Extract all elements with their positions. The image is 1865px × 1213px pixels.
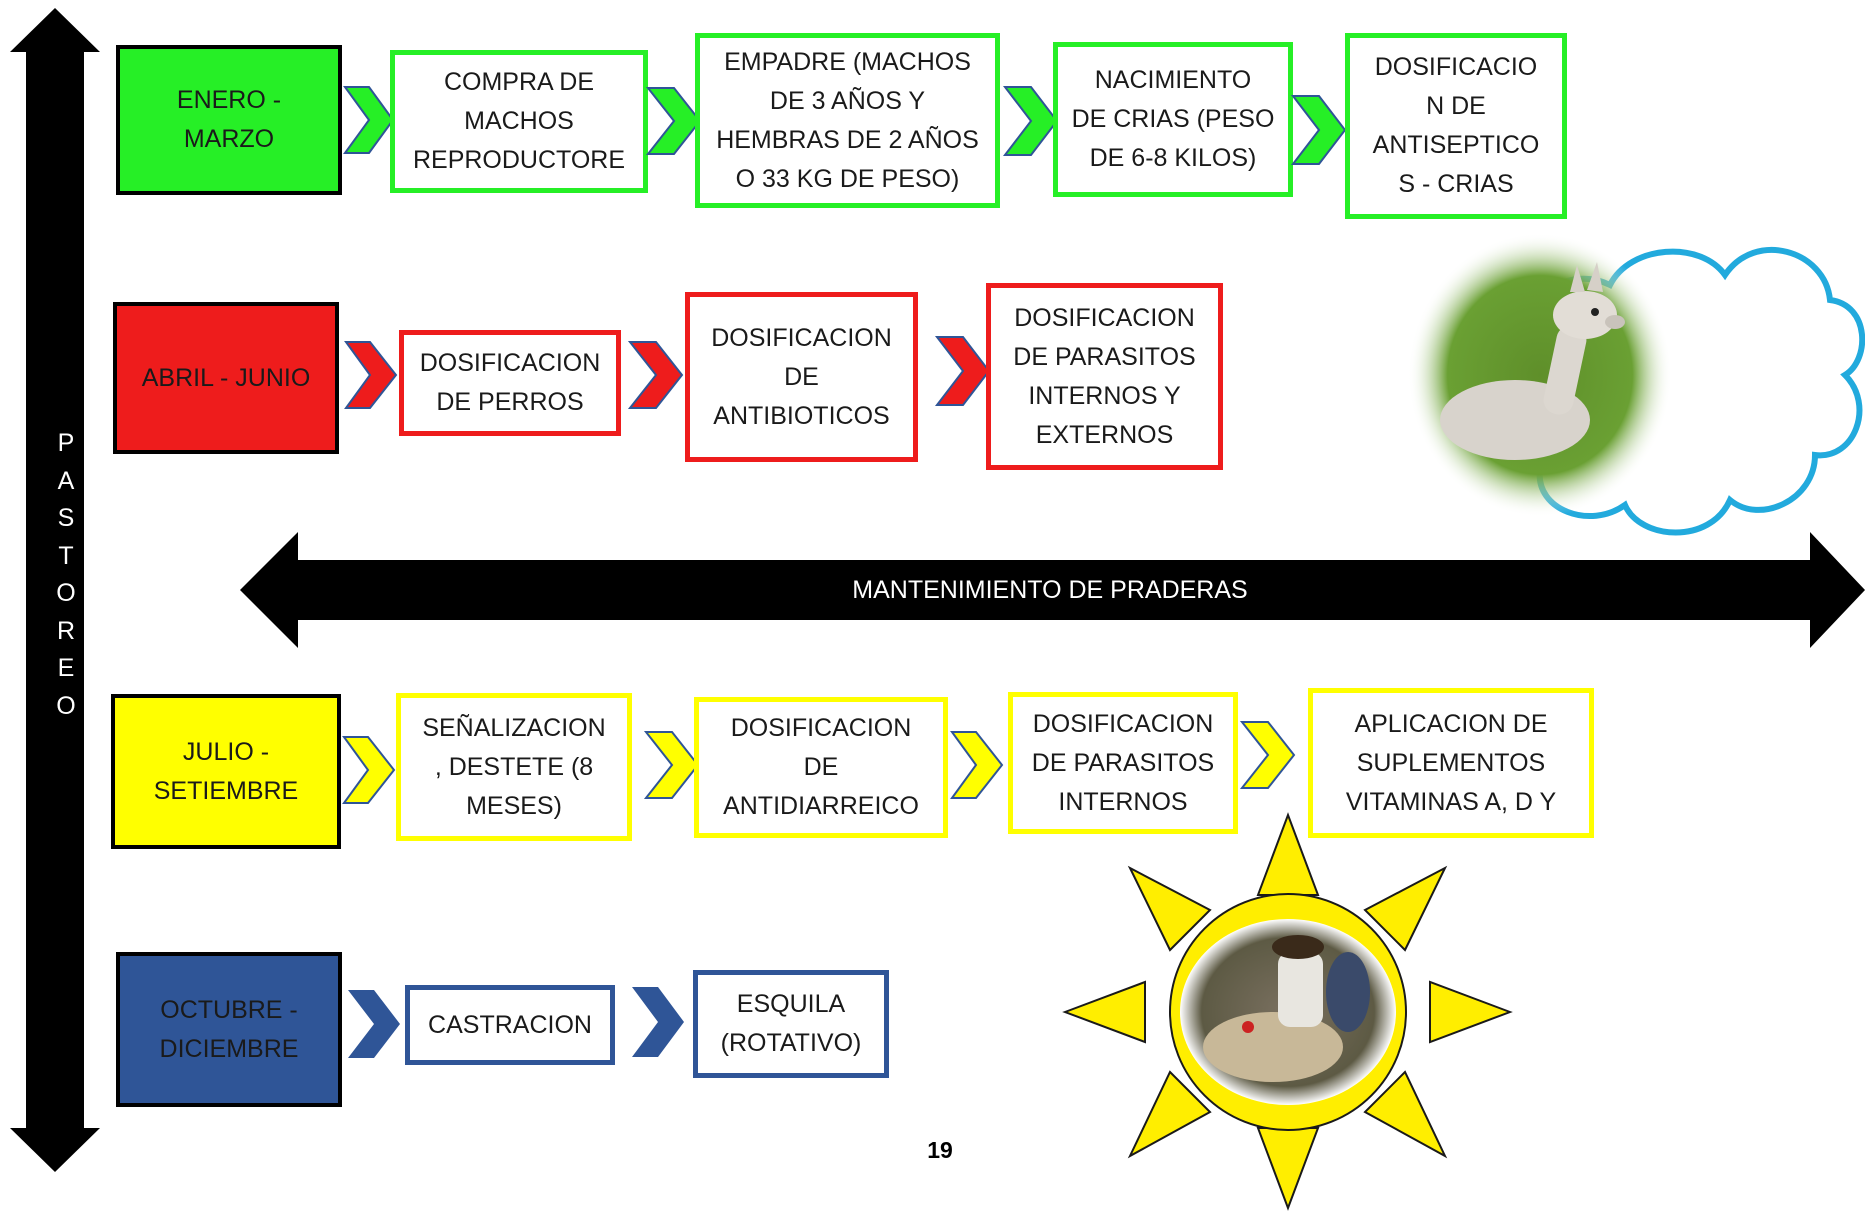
pastoreo-letter: P	[57, 429, 75, 457]
pastoreo-vertical-arrow	[10, 8, 100, 1172]
chevron-right-icon	[343, 86, 395, 154]
pastoreo-label: P A S T O R E O	[48, 425, 84, 725]
pastoreo-letter: T	[58, 541, 74, 570]
pastoreo-letter: O	[56, 691, 76, 720]
chevron-right-icon	[1239, 721, 1296, 789]
chevron-right-icon	[632, 987, 684, 1057]
chevron-right-icon	[1290, 95, 1347, 165]
chevron-right-icon	[1002, 86, 1059, 156]
step-box-dosificacion-parasitos-internos-externos: DOSIFICACION DE PARASITOS INTERNOS Y EXT…	[986, 283, 1223, 470]
step-box-dosificacion-perros: DOSIFICACION DE PERROS	[399, 330, 621, 436]
pastoreo-letter: S	[57, 504, 75, 532]
chevron-right-icon	[643, 731, 700, 799]
praderas-label: MANTENIMIENTO DE PRADERAS	[852, 576, 1248, 604]
chevron-right-icon	[342, 736, 396, 804]
period-box-abril-junio: ABRIL - JUNIO	[113, 302, 339, 454]
step-box-empadre: EMPADRE (MACHOS DE 3 AÑOS Y HEMBRAS DE 2…	[695, 33, 1000, 208]
chevron-right-icon	[348, 990, 400, 1058]
step-box-dosificacion-antibioticos: DOSIFICACION DE ANTIBIOTICOS	[685, 292, 918, 462]
chevron-right-icon	[645, 87, 702, 155]
chevron-right-icon	[934, 336, 991, 406]
pastoreo-letter: R	[56, 616, 76, 645]
step-box-dosificacion-antisepticos: DOSIFICACIO N DE ANTISEPTICO S - CRIAS	[1345, 33, 1567, 219]
period-box-octubre-diciembre: OCTUBRE - DICIEMBRE	[116, 952, 342, 1107]
chevron-right-icon	[344, 341, 398, 409]
period-box-enero-marzo: ENERO - MARZO	[116, 45, 342, 195]
step-box-senalizacion-destete: SEÑALIZACION , DESTETE (8 MESES)	[396, 693, 632, 841]
praderas-horizontal-arrow	[240, 532, 1865, 648]
step-box-dosificacion-parasitos-internos: DOSIFICACION DE PARASITOS INTERNOS	[1008, 692, 1238, 834]
page-number: 19	[927, 1137, 953, 1163]
alpaca-photo	[1408, 233, 1672, 517]
pastoreo-letter: E	[57, 654, 75, 682]
chevron-right-icon	[950, 731, 1004, 799]
step-box-nacimiento-crias: NACIMIENTO DE CRIAS (PESO DE 6-8 KILOS)	[1053, 42, 1293, 197]
pastoreo-letter: A	[57, 466, 75, 495]
chevron-right-icon	[627, 341, 684, 409]
shearing-photo	[1180, 919, 1396, 1105]
pastoreo-letter: O	[56, 579, 76, 607]
step-box-castracion: CASTRACION	[405, 985, 615, 1065]
period-box-julio-setiembre: JULIO - SETIEMBRE	[111, 694, 341, 849]
step-box-aplicacion-suplementos: APLICACION DE SUPLEMENTOS VITAMINAS A, D…	[1308, 688, 1594, 838]
step-box-dosificacion-antidiarreico: DOSIFICACION DE ANTIDIARREICO	[694, 697, 948, 838]
step-box-esquila: ESQUILA (ROTATIVO)	[693, 970, 889, 1078]
step-box-compra-machos: COMPRA DE MACHOS REPRODUCTORE	[390, 50, 648, 193]
